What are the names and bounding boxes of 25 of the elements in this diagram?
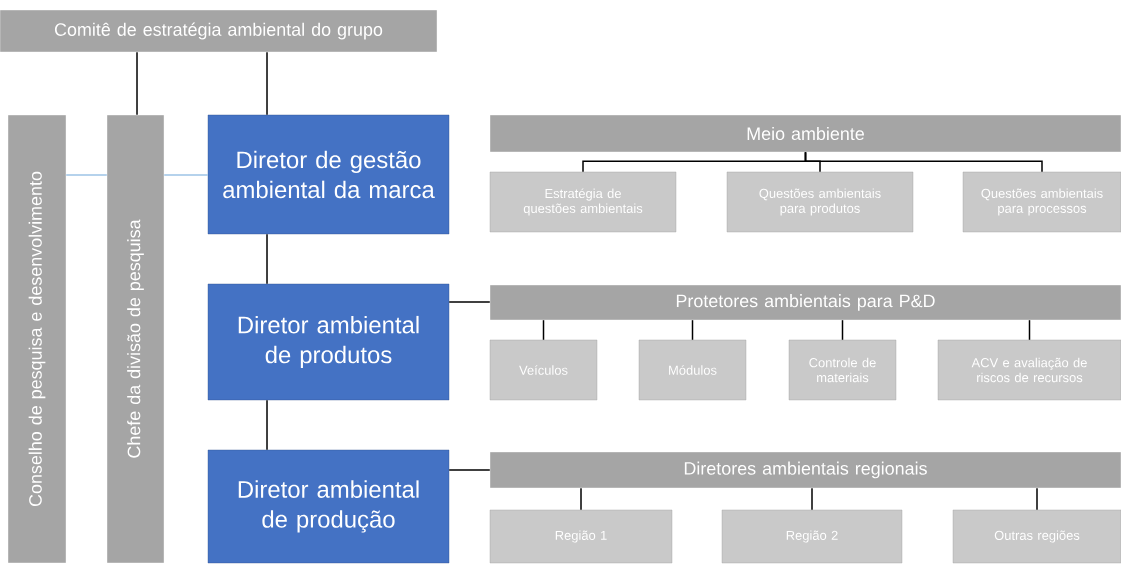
connector-line	[136, 51, 138, 116]
director-box: Diretor ambiental de produção	[207, 449, 450, 564]
connector-line	[841, 319, 844, 341]
connector-line	[266, 233, 268, 285]
connector-line	[266, 399, 268, 451]
connector-line	[542, 319, 545, 341]
connector-line	[691, 319, 694, 341]
box-header: Diretores ambientais regionais	[489, 451, 1121, 489]
connector-line	[1036, 487, 1038, 511]
connector-line	[1028, 319, 1031, 341]
connector-line	[163, 174, 209, 176]
connector-line	[580, 487, 582, 511]
director-box: Diretor de gestão ambiental da marca	[207, 114, 450, 235]
connector-line	[804, 151, 1043, 173]
vertical-box: Conselho de pesquisa e desenvolvimento	[7, 114, 67, 564]
box-header: Meio ambiente	[489, 114, 1121, 153]
director-box: Diretor ambiental de produtos	[207, 283, 450, 401]
connector-line	[448, 301, 491, 303]
connector-line	[266, 51, 268, 116]
box-header: Protetores ambientais para P&D	[489, 284, 1121, 321]
box-header: Comitê de estratégia ambiental do grupo	[0, 9, 438, 53]
vertical-box: Chefe da divisão de pesquisa	[106, 114, 165, 564]
connector-line	[448, 469, 491, 471]
connector-line	[811, 487, 813, 511]
connector-line	[65, 174, 108, 176]
